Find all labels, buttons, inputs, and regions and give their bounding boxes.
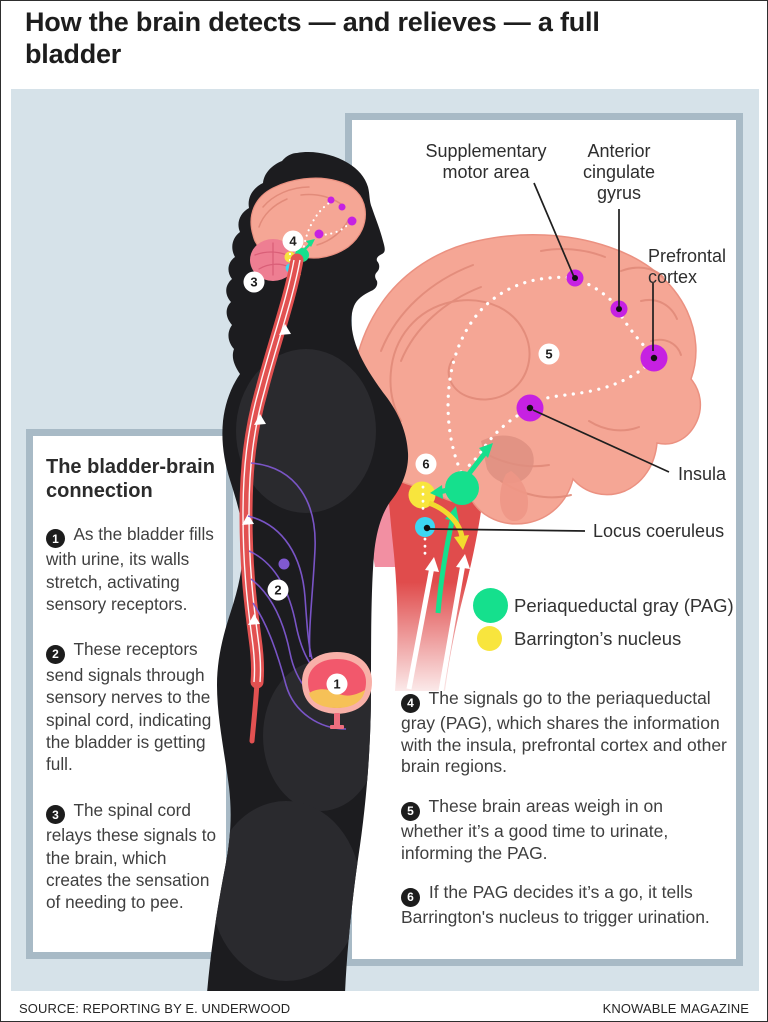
page-title: How the brain detects — and relieves — a… — [25, 7, 600, 69]
legend-row-barrington: Barrington’s nucleus — [473, 626, 681, 651]
step-2-text: These receptors send signals through sen… — [46, 639, 212, 775]
step-3-text: The spinal cord relays these signals to … — [46, 799, 217, 913]
legend-row-pag: Periaqueductal gray (PAG) — [473, 588, 734, 623]
footer-source: SOURCE: REPORTING BY E. UNDERWOOD — [19, 1001, 291, 1016]
step-4-text: The signals go to the periaqueductal gra… — [401, 688, 727, 777]
step-1: 1 As the bladder fills with urine, its w… — [46, 523, 218, 616]
step-2: 2 These receptors send signals through s… — [46, 638, 218, 775]
label-anterior-cingulate-gyrus: Anterior cingulate gyrus — [582, 141, 656, 204]
label-insula: Insula — [678, 464, 727, 484]
pag-dot — [445, 471, 479, 505]
step-1-text: As the bladder fills with urine, its wal… — [46, 523, 214, 614]
step-6-text: If the PAG decides it’s a go, it tells B… — [401, 882, 710, 927]
barrington-legend-label: Barrington’s nucleus — [514, 627, 682, 649]
cord-up-arrowheads — [242, 324, 291, 625]
diagram-badge-1: 1 — [326, 673, 348, 695]
large-brain-illustration — [350, 182, 702, 692]
pag-green-arrows — [430, 443, 493, 614]
box-heading: The bladder-brain connection — [46, 456, 215, 503]
diagram-badge-2: 2 — [267, 579, 289, 601]
ascending-signal-arrows — [406, 554, 470, 692]
bladder-brain-connection-box: The bladder-brain connection 1 As the bl… — [26, 429, 233, 959]
step-5-number: 5 — [401, 801, 420, 821]
label-locus-coeruleus: Locus coeruleus — [593, 521, 725, 541]
barrington-yellow-arrow — [428, 500, 469, 550]
barrington-legend-swatch — [477, 626, 502, 651]
step-6: 6 If the PAG decides it’s a go, it tells… — [401, 882, 757, 929]
diagram-badge-3: 3 — [243, 271, 265, 293]
pag-legend-label: Periaqueductal gray (PAG) — [514, 594, 734, 616]
step-2-number: 2 — [46, 644, 65, 664]
diagram-badge-5: 5 — [538, 343, 560, 365]
pag-trail-dots — [421, 485, 427, 561]
signal-pathway-dotted-loop — [446, 275, 648, 474]
label-supplementary-motor-area: Supplementary motor area — [425, 141, 547, 183]
spinal-cord — [239, 253, 304, 744]
pituitary-drop — [499, 471, 529, 522]
illustration-svg — [207, 152, 702, 991]
step-5-text: These brain areas weigh in on whether it… — [401, 796, 669, 863]
midbrain-shade — [481, 435, 534, 484]
pointer-end-dots — [423, 275, 658, 532]
label-pointer-lines — [428, 182, 670, 532]
step-3: 3 The spinal cord relays these signals t… — [46, 799, 218, 914]
nerve-node-dot — [278, 558, 290, 570]
step-1-number: 1 — [46, 529, 65, 549]
footer-credit: KNOWABLE MAGAZINE — [602, 1001, 749, 1016]
step-5: 5 These brain areas weigh in on whether … — [401, 796, 709, 864]
diagram-badge-6: 6 — [415, 453, 437, 475]
step-4: 4 The signals go to the periaqueductal g… — [401, 688, 743, 778]
step-3-number: 3 — [46, 805, 65, 825]
step-4-number: 4 — [401, 693, 420, 713]
pag-legend-swatch — [473, 588, 508, 623]
step-6-number: 6 — [401, 887, 420, 907]
label-prefrontal-cortex: Prefrontal cortex — [648, 246, 727, 288]
urine-level — [309, 689, 365, 708]
diagram-badge-4: 4 — [282, 230, 304, 252]
